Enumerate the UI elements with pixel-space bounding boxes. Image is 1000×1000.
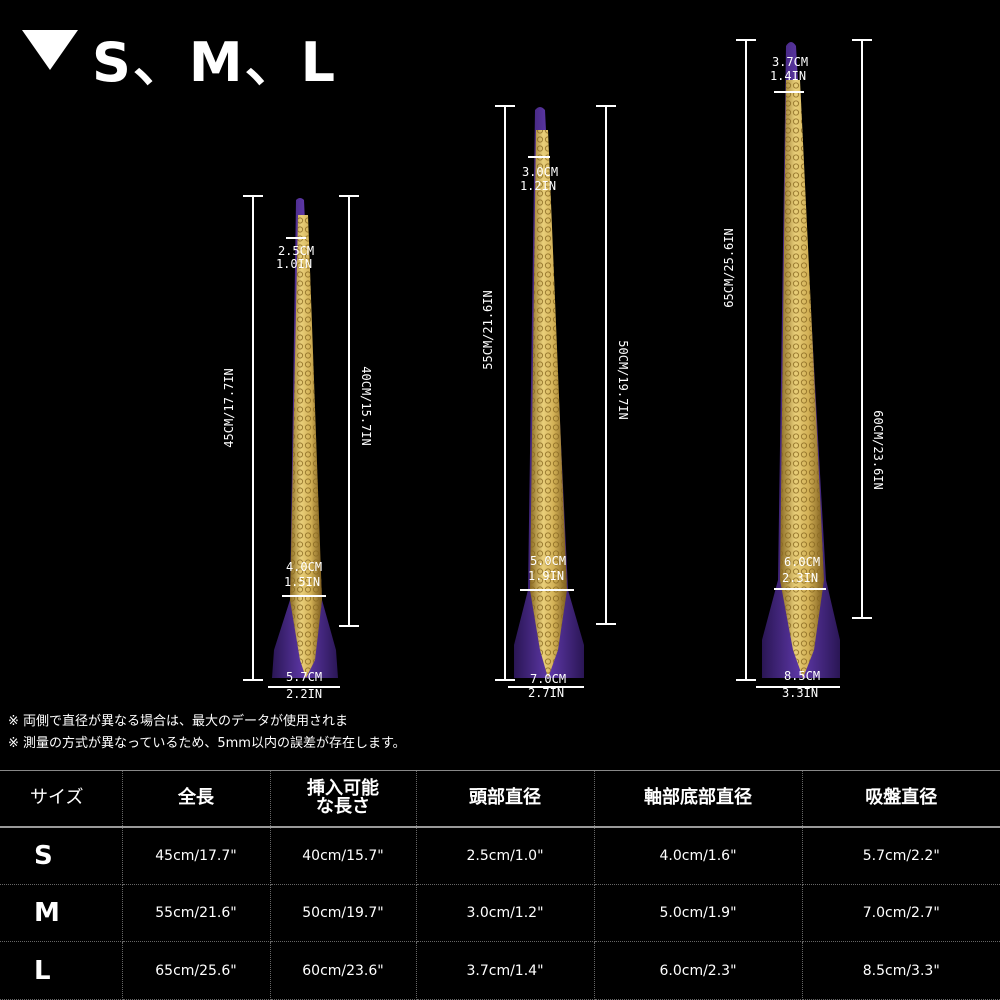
total-length-label-l: 65CM/25.6IN: [722, 228, 736, 307]
note-measurement-error: ※ 測量の方式が異なっているため、5mm以内の誤差が存在します。: [8, 736, 406, 751]
cell-head-diameter: 3.0cm/1.2": [416, 884, 595, 943]
header-shaft-base-diameter: 軸部底部直径: [594, 770, 803, 828]
header-suction-diameter: 吸盤直径: [802, 770, 1000, 828]
shaft-diameter-in-l: 2.3IN: [782, 571, 818, 585]
suction-diameter-cm-m: 7.0CM: [530, 672, 566, 686]
insertable-length-label-m: 50CM/19.7IN: [616, 340, 630, 419]
product-s: 45CM/17.7IN 40CM/15.7IN 2.5CM 1.0IN 4.0C…: [222, 195, 373, 701]
cell-size: M: [0, 884, 123, 943]
suction-diameter-in-l: 3.3IN: [782, 686, 818, 700]
head-diameter-cm-m: 3.0CM: [522, 165, 558, 179]
shaft-diameter-cm-l: 6.0CM: [784, 555, 820, 569]
head-diameter-in-s: 1.0IN: [276, 257, 312, 271]
cell-insertable-length: 40cm/15.7": [270, 826, 417, 885]
cell-head-diameter: 2.5cm/1.0": [416, 826, 595, 885]
table-row-m: M 55cm/21.6" 50cm/19.7" 3.0cm/1.2" 5.0cm…: [0, 884, 1000, 943]
cell-shaft-base-diameter: 5.0cm/1.9": [594, 884, 803, 943]
product-m: 55CM/21.6IN 50CM/19.7IN 3.0CM 1.2IN 5.0C…: [481, 105, 630, 700]
cell-total-length: 65cm/25.6": [122, 941, 271, 1000]
cell-total-length: 45cm/17.7": [122, 826, 271, 885]
cell-size: S: [0, 826, 123, 885]
head-diameter-in-l: 1.4IN: [770, 69, 806, 83]
size-comparison-figure: 45CM/17.7IN 40CM/15.7IN 2.5CM 1.0IN 4.0C…: [222, 39, 885, 701]
shaft-diameter-cm-m: 5.0CM: [530, 554, 566, 568]
cell-suction-diameter: 5.7cm/2.2": [802, 826, 1000, 885]
page-title: S、M、L: [92, 31, 338, 94]
cell-suction-diameter: 7.0cm/2.7": [802, 884, 1000, 943]
table-row-l: L 65cm/25.6" 60cm/23.6" 3.7cm/1.4" 6.0cm…: [0, 941, 1000, 1000]
cell-shaft-base-diameter: 4.0cm/1.6": [594, 826, 803, 885]
total-length-label-m: 55CM/21.6IN: [481, 290, 495, 369]
shaft-diameter-in-m: 1.9IN: [528, 569, 564, 583]
cell-size: L: [0, 941, 123, 1000]
header-total-length: 全長: [122, 770, 271, 828]
cell-head-diameter: 3.7cm/1.4": [416, 941, 595, 1000]
cell-insertable-length: 60cm/23.6": [270, 941, 417, 1000]
total-length-label-s: 45CM/17.7IN: [222, 368, 236, 447]
size-spec-table: サイズ 全長 挿入可能 な長さ 頭部直径 軸部底部直径 吸盤直径 S 45cm/…: [0, 770, 1000, 1000]
cell-suction-diameter: 8.5cm/3.3": [802, 941, 1000, 1000]
header-head-diameter: 頭部直径: [416, 770, 595, 828]
product-l: 65CM/25.6IN 60CM/23.6IN 3.7CM 1.4IN 6.0C…: [722, 39, 885, 700]
note-diameter: ※ 両側で直径が異なる場合は、最大のデータが使用されま: [8, 714, 349, 729]
header-insertable-length: 挿入可能 な長さ: [270, 770, 417, 828]
shaft-diameter-cm-s: 4.0CM: [286, 560, 322, 574]
head-diameter-cm-l: 3.7CM: [772, 55, 808, 69]
suction-diameter-in-s: 2.2IN: [286, 687, 322, 701]
cell-total-length: 55cm/21.6": [122, 884, 271, 943]
suction-diameter-cm-l: 8.5CM: [784, 669, 820, 683]
table-header-row: サイズ 全長 挿入可能 な長さ 頭部直径 軸部底部直径 吸盤直径: [0, 770, 1000, 828]
head-diameter-cm-s: 2.5CM: [278, 244, 314, 258]
suction-diameter-in-m: 2.7IN: [528, 686, 564, 700]
table-row-s: S 45cm/17.7" 40cm/15.7" 2.5cm/1.0" 4.0cm…: [0, 826, 1000, 885]
insertable-length-label-s: 40CM/15.7IN: [359, 366, 373, 445]
insertable-length-label-l: 60CM/23.6IN: [871, 410, 885, 489]
cell-insertable-length: 50cm/19.7": [270, 884, 417, 943]
header-size: サイズ: [0, 770, 123, 828]
cell-shaft-base-diameter: 6.0cm/2.3": [594, 941, 803, 1000]
suction-diameter-cm-s: 5.7CM: [286, 670, 322, 684]
triangle-marker-icon: [22, 30, 78, 70]
shaft-diameter-in-s: 1.5IN: [284, 575, 320, 589]
head-diameter-in-m: 1.2IN: [520, 179, 556, 193]
